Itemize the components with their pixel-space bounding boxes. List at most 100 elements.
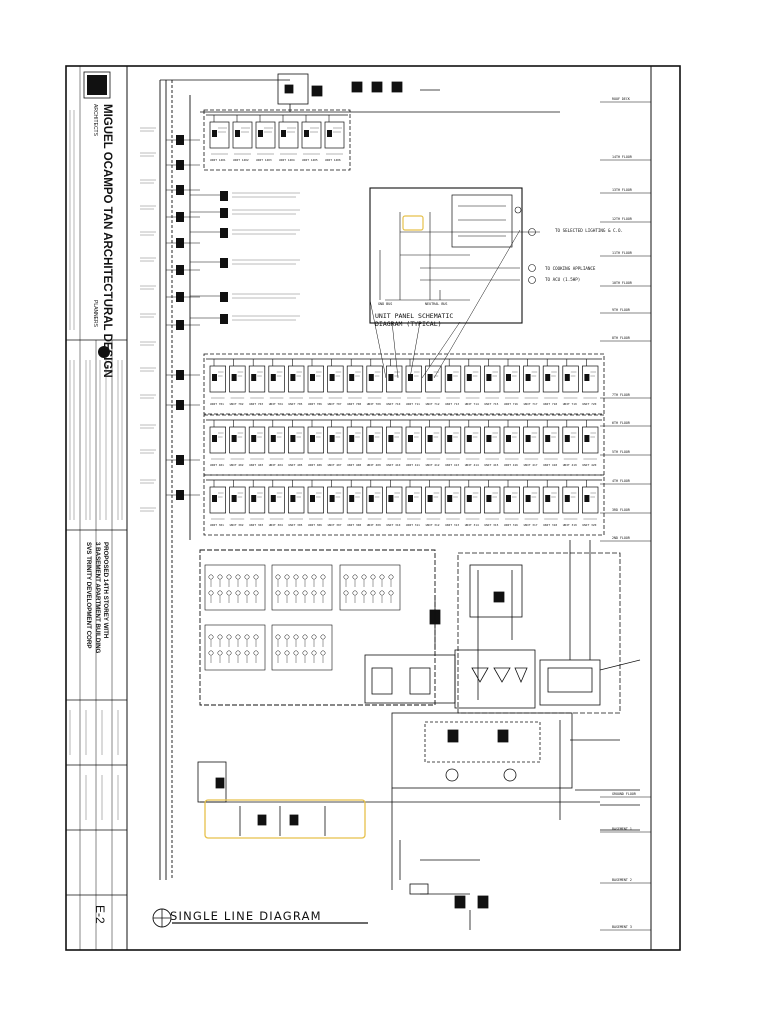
floor-label: BASEMENT 2 — [612, 878, 632, 882]
unit-panel: UNIT 717 — [523, 359, 540, 406]
unit-panel: UNIT 402 — [229, 420, 246, 467]
panel-breaker-icon — [258, 130, 263, 137]
schematic-output-1: TO SELECTED LIGHTING & C.O. — [555, 228, 623, 233]
kwh-meter-icon — [379, 574, 385, 580]
meter-bank — [339, 564, 401, 611]
panel-breaker-icon — [525, 374, 531, 381]
unit-panel: UNIT 704 — [268, 359, 285, 406]
unit-panel: UNIT 418 — [542, 420, 560, 467]
unit-label: UNIT 412 — [426, 463, 440, 467]
unit-label: UNIT 402 — [230, 463, 244, 467]
kwh-meter-icon — [352, 574, 358, 580]
panel-breaker-icon — [564, 374, 570, 381]
panel-breaker-icon — [310, 495, 315, 502]
panel-breaker-icon — [290, 435, 296, 442]
kwh-meter-icon — [311, 650, 317, 656]
unit-panel: UNIT 308 — [346, 480, 364, 527]
floor-label: 13TH FLOOR — [612, 188, 632, 192]
unit-label: UNIT 312 — [426, 523, 440, 527]
floor-label: BASEMENT 1 — [612, 827, 632, 831]
kwh-meter-icon — [284, 634, 290, 640]
capacitor-bank-section — [364, 595, 536, 709]
unit-label: UNIT 410 — [386, 463, 400, 467]
firm-sub-right: PLANNERS — [92, 300, 98, 328]
panel-breaker-icon — [329, 435, 335, 442]
panel-breaker-icon — [388, 495, 394, 502]
floor-feeder-breaker-icon — [220, 208, 228, 218]
kwh-meter-icon — [302, 574, 308, 580]
panel-breaker-icon — [408, 435, 413, 442]
panel-breaker-icon — [408, 374, 413, 381]
kwh-meter-icon — [320, 574, 326, 580]
unit-panel: UNIT 309 — [366, 480, 383, 527]
unit-panel: UNIT 702 — [229, 359, 246, 406]
panel-breaker-icon — [270, 495, 276, 502]
unit-label: UNIT 716 — [504, 402, 518, 406]
unit-panel: UNIT 417 — [523, 420, 540, 467]
kwh-meter-icon — [208, 650, 214, 656]
kwh-meter-icon — [388, 590, 394, 596]
panel-breaker-icon — [368, 435, 374, 442]
unit-label: UNIT 316 — [504, 523, 518, 527]
unit-panel: UNIT 310 — [386, 480, 403, 527]
unit-panel: UNIT 720 — [582, 359, 599, 406]
kwh-meter-icon — [343, 590, 349, 596]
kwh-meter-icon — [302, 650, 308, 656]
unit-panel: UNIT 313 — [444, 480, 462, 527]
sheet-title: SINGLE LINE DIAGRAM — [170, 909, 322, 923]
unit-panel: UNIT 1405 — [301, 115, 322, 162]
roof-equipment — [160, 73, 560, 113]
floor-label: 4TH FLOOR — [612, 479, 630, 483]
unit-label: UNIT 709 — [367, 402, 381, 406]
kwh-meter-icon — [226, 590, 232, 596]
panel-breaker-icon — [329, 374, 335, 381]
unit-label: UNIT 710 — [386, 402, 400, 406]
kwh-meter-icon — [311, 574, 317, 580]
panel-breaker-icon — [329, 495, 335, 502]
unit-panel: UNIT 303 — [248, 480, 266, 527]
title-block: MIGUEL OCAMPO TAN ARCHITECTURAL DESIGN A… — [66, 66, 128, 950]
unit-panel: UNIT 409 — [366, 420, 383, 467]
floor-label: ROOF DECK — [612, 97, 630, 101]
project-title-line1: PROPOSED 14TH STOREY WITH — [102, 542, 109, 639]
unit-panel: UNIT 301 — [209, 480, 226, 527]
unit-panel: UNIT 405 — [288, 420, 305, 467]
unit-panel: UNIT 408 — [346, 420, 364, 467]
schematic-title-line1: UNIT PANEL SCHEMATIC — [375, 312, 453, 320]
kwh-meter-icon — [226, 650, 232, 656]
unit-label: UNIT 413 — [445, 463, 459, 467]
panel-breaker-icon — [231, 435, 237, 442]
panel-breaker-icon — [486, 435, 492, 442]
panel-breaker-icon — [584, 435, 590, 442]
floor-feeder-breaker-icon — [220, 314, 228, 324]
unit-panel: UNIT 404 — [268, 420, 285, 467]
unit-label: UNIT 403 — [249, 463, 263, 467]
unit-label: UNIT 420 — [582, 463, 596, 467]
unit-panel: UNIT 416 — [503, 420, 520, 467]
panel-breaker-icon — [486, 374, 492, 381]
unit-label: UNIT 408 — [347, 463, 361, 467]
unit-panel: UNIT 1404 — [278, 115, 299, 162]
panel-breaker-icon — [545, 435, 551, 442]
panel-breaker-icon — [427, 374, 433, 381]
unit-panel: UNIT 413 — [444, 420, 462, 467]
kwh-meter-icon — [284, 650, 290, 656]
panel-breaker-icon — [388, 435, 394, 442]
panel-breaker-icon — [368, 495, 374, 502]
floor-label: 5TH FLOOR — [612, 450, 630, 454]
kwh-meter-icon — [235, 634, 241, 640]
panel-breaker-icon — [270, 374, 276, 381]
kwh-meter-icon — [217, 590, 223, 596]
upper-floor-feeders — [190, 191, 300, 324]
unit-panel: UNIT 320 — [582, 480, 599, 527]
unit-label: UNIT 311 — [406, 523, 420, 527]
unit-panel: UNIT 312 — [425, 480, 442, 527]
sheet-border — [65, 65, 681, 951]
kwh-meter-icon — [244, 634, 250, 640]
unit-label: UNIT 405 — [288, 463, 302, 467]
unit-label: UNIT 409 — [367, 463, 381, 467]
kwh-meter-icon — [361, 574, 367, 580]
unit-panel: UNIT 401 — [209, 420, 226, 467]
